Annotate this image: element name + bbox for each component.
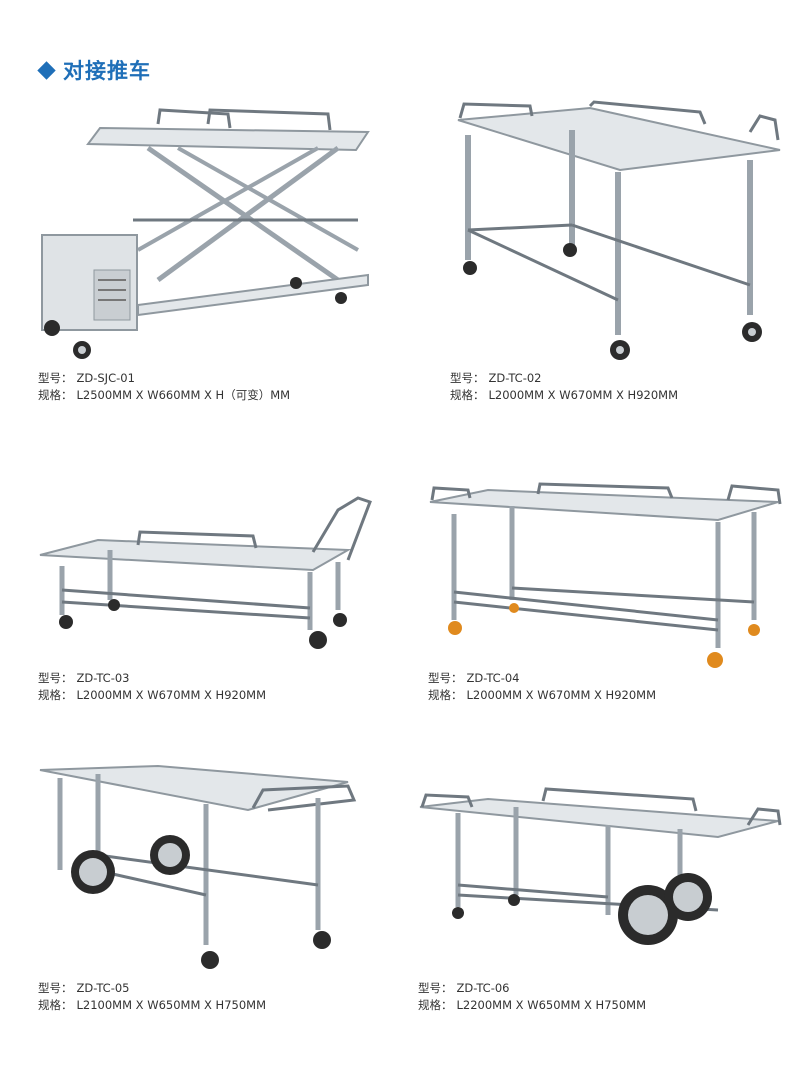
spec-value: L2000MM X W670MM X H920MM	[466, 688, 657, 702]
big-wheel-trolley-image	[39, 764, 357, 969]
product-caption: 型号：ZD-TC-06 规格：L2200MM X W650MM X H750MM	[418, 980, 646, 1014]
product-caption: 型号：ZD-TC-04 规格：L2000MM X W670MM X H920MM	[428, 670, 656, 704]
spec-value: L2100MM X W650MM X H750MM	[76, 998, 267, 1012]
product-caption: 型号：ZD-TC-02 规格：L2000MM X W670MM X H920MM	[450, 370, 678, 404]
scissor-lift-trolley-image	[41, 108, 370, 359]
stretcher-trolley-image	[457, 100, 781, 360]
spec-value: L2000MM X W670MM X H920MM	[488, 388, 679, 402]
product-card: 型号：ZD-TC-04 规格：L2000MM X W670MM X H920MM	[428, 480, 788, 710]
product-card: 型号：ZD-TC-06 规格：L2200MM X W650MM X H750MM	[418, 785, 782, 1020]
spec-label: 规格：	[38, 388, 73, 402]
product-card: 型号：ZD-TC-02 规格：L2000MM X W670MM X H920MM	[450, 100, 800, 410]
product-caption: 型号：ZD-TC-05 规格：L2100MM X W650MM X H750MM	[38, 980, 266, 1014]
spec-value: L2000MM X W670MM X H920MM	[76, 688, 267, 702]
model-number: ZD-TC-02	[488, 371, 542, 385]
diamond-icon	[37, 60, 56, 80]
spec-value: L2500MM X W660MM X H（可变）MM	[76, 388, 291, 402]
spec-label: 规格：	[38, 688, 73, 702]
section-header: 对接推车	[37, 55, 151, 85]
model-label: 型号：	[38, 981, 73, 995]
product-card: 型号：ZD-SJC-01 规格：L2500MM X W660MM X H（可变）…	[38, 100, 398, 410]
model-label: 型号：	[418, 981, 453, 995]
spec-label: 规格：	[38, 998, 73, 1012]
spec-value: L2200MM X W650MM X H750MM	[456, 998, 647, 1012]
product-card: 型号：ZD-TC-03 规格：L2000MM X W670MM X H920MM	[38, 490, 398, 710]
model-number: ZD-TC-04	[466, 671, 520, 685]
product-card: 型号：ZD-TC-05 规格：L2100MM X W650MM X H750MM	[38, 760, 398, 1020]
spec-label: 规格：	[428, 688, 463, 702]
wheeled-stretcher-trolley-image	[419, 787, 782, 945]
model-number: ZD-SJC-01	[76, 371, 135, 385]
product-caption: 型号：ZD-SJC-01 规格：L2500MM X W660MM X H（可变）…	[38, 370, 290, 404]
spec-label: 规格：	[418, 998, 453, 1012]
section-title: 对接推车	[63, 59, 151, 83]
model-label: 型号：	[38, 371, 73, 385]
handled-trolley-image	[39, 496, 372, 649]
model-label: 型号：	[450, 371, 485, 385]
spec-label: 规格：	[450, 388, 485, 402]
model-label: 型号：	[38, 671, 73, 685]
rail-trolley-image	[429, 482, 782, 668]
model-number: ZD-TC-06	[456, 981, 510, 995]
product-caption: 型号：ZD-TC-03 规格：L2000MM X W670MM X H920MM	[38, 670, 266, 704]
model-number: ZD-TC-03	[76, 671, 130, 685]
model-label: 型号：	[428, 671, 463, 685]
model-number: ZD-TC-05	[76, 981, 130, 995]
